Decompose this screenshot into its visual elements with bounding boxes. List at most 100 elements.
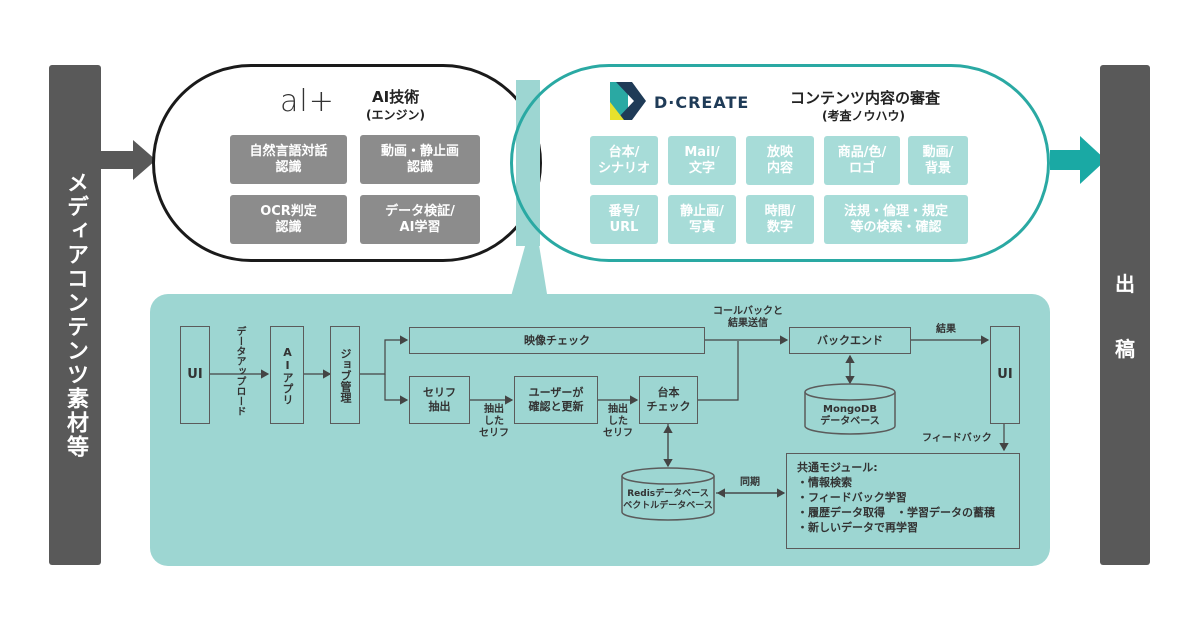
script-check-line2: チェック: [646, 400, 691, 413]
dc-box-broadcast-line1: 放映: [766, 144, 793, 160]
dc-box-regulation: 法規・倫理・規定 等の検索・確認: [824, 195, 968, 244]
redis-line2: ベクトルデータベース: [623, 501, 713, 511]
user-confirm-node: ユーザーが 確認と更新: [514, 376, 598, 424]
ai-box-learning: データ検証/ AI学習: [360, 195, 480, 244]
extracted-serif-2-line3: セリフ: [603, 428, 633, 439]
redis-line1: Redisデータベース: [627, 489, 709, 499]
common-item-feedback: ・フィードバック学習: [797, 491, 907, 504]
dc-box-regulation-line2: 等の検索・確認: [850, 219, 942, 235]
serif-extract-line2: 抽出: [428, 400, 451, 413]
extracted-serif-label-1: 抽出 した セリフ: [476, 404, 512, 440]
dc-box-product-line1: 商品/色/: [837, 144, 887, 160]
publish-char-2: 稿: [1115, 337, 1135, 361]
extracted-serif-2-line1: 抽出: [608, 404, 628, 415]
dc-box-video-line2: 背景: [924, 160, 951, 176]
dc-box-number: 番号/ URL: [590, 195, 658, 244]
ai-box-image-line2: 認識: [406, 159, 433, 175]
ai-app-node: AIアプリ: [270, 326, 304, 424]
redis-cylinder: [621, 467, 715, 521]
dc-box-video: 動画/ 背景: [908, 136, 968, 185]
dc-box-mail-line1: Mail/: [684, 144, 720, 160]
extracted-serif-label-2: 抽出 した セリフ: [600, 404, 636, 440]
publish-char-1: 出: [1115, 272, 1135, 296]
ai-box-image-line1: 動画・静止画: [380, 143, 459, 159]
user-confirm-line1: ユーザーが: [528, 386, 584, 399]
common-module-box: 共通モジュール: ・情報検索 ・フィードバック学習 ・履歴データ取得 ・学習デー…: [786, 453, 1020, 549]
ai-box-ocr-line1: OCR判定: [260, 203, 317, 219]
redis-label: Redisデータベース ベクトルデータベース: [618, 488, 718, 512]
dc-box-mail-line2: 文字: [688, 160, 715, 176]
ai-box-nlp: 自然言語対話 認識: [230, 135, 347, 184]
dc-box-broadcast: 放映 内容: [746, 136, 814, 185]
dc-box-number-line1: 番号/: [608, 203, 640, 219]
extracted-serif-1-line1: 抽出: [484, 404, 504, 415]
backend-node: バックエンド: [789, 327, 911, 354]
ai-box-ocr: OCR判定 認識: [230, 195, 347, 244]
dc-box-script-line1: 台本/: [608, 144, 640, 160]
common-item-retrain: ・新しいデータで再学習: [797, 521, 918, 534]
result-label: 結果: [936, 324, 956, 335]
dcreate-pill: [510, 64, 1050, 262]
ai-box-ocr-line2: 認識: [275, 219, 302, 235]
panel-pointer: [510, 214, 548, 300]
dc-box-time-line2: 数字: [766, 219, 793, 235]
job-label: ジョブ管理: [339, 347, 352, 403]
common-item-history: ・履歴データ取得 ・学習データの蓄積: [797, 506, 995, 519]
extracted-serif-2-line2: した: [608, 416, 628, 427]
media-content-label: メディアコンテンツ素材等: [63, 171, 88, 459]
dcreate-title: コンテンツ内容の審査: [790, 89, 941, 107]
architecture-panel: [150, 294, 1050, 566]
mongodb-line1: MongoDB: [823, 404, 877, 415]
script-check-line1: 台本: [657, 386, 680, 399]
dcreate-subtitle: (考査ノウハウ): [822, 109, 905, 123]
common-module-title: 共通モジュール:: [797, 461, 878, 474]
dc-box-photo-line2: 写真: [688, 219, 715, 235]
mongodb-cylinder: [804, 383, 896, 435]
video-check-node: 映像チェック: [409, 327, 705, 354]
video-check-label: 映像チェック: [524, 333, 590, 347]
dcreate-logo-text: D·CREATE: [654, 93, 750, 112]
publish-bar: 出 稿: [1100, 65, 1150, 565]
common-item-search: ・情報検索: [797, 476, 852, 489]
ai-box-nlp-line2: 認識: [275, 159, 302, 175]
callback-label: コールバックと 結果送信: [703, 306, 793, 330]
ui-left-label: UI: [187, 367, 203, 382]
script-check-node: 台本 チェック: [639, 376, 698, 424]
ai-box-learning-line2: AI学習: [399, 219, 441, 235]
dc-box-video-line1: 動画/: [922, 144, 954, 160]
alplus-logo: al+: [280, 84, 335, 119]
dc-box-time: 時間/ 数字: [746, 195, 814, 244]
dc-box-photo: 静止画/ 写真: [668, 195, 736, 244]
ai-box-nlp-line1: 自然言語対話: [249, 143, 328, 159]
dc-box-product-line2: ロゴ: [848, 160, 875, 176]
output-arrow: [1050, 136, 1106, 184]
ai-tech-title: AI技術: [372, 88, 420, 106]
dc-box-script: 台本/ シナリオ: [590, 136, 658, 185]
serif-extract-node: セリフ 抽出: [409, 376, 470, 424]
feedback-label: フィードバック: [922, 433, 992, 444]
ui-left-node: UI: [180, 326, 210, 424]
ai-box-learning-line1: データ検証/: [385, 203, 455, 219]
ui-right-node: UI: [990, 326, 1020, 424]
extracted-serif-1-line3: セリフ: [479, 428, 509, 439]
media-content-bar: メディアコンテンツ素材等: [49, 65, 101, 565]
dc-box-time-line1: 時間/: [764, 203, 796, 219]
dc-box-product: 商品/色/ ロゴ: [824, 136, 900, 185]
input-arrow: [99, 140, 156, 180]
callback-line1: コールバックと: [713, 306, 783, 317]
dcreate-logo-mark: [610, 82, 646, 120]
dc-box-photo-line1: 静止画/: [680, 203, 724, 219]
dc-box-regulation-line1: 法規・倫理・規定: [843, 203, 948, 219]
ai-box-image: 動画・静止画 認識: [360, 135, 480, 184]
mongodb-label: MongoDB データベース: [805, 404, 895, 428]
serif-extract-line1: セリフ: [423, 386, 456, 399]
extracted-serif-1-line2: した: [484, 416, 504, 427]
mongodb-line2: データベース: [820, 416, 880, 427]
dc-box-mail: Mail/ 文字: [668, 136, 736, 185]
dc-box-script-line2: シナリオ: [597, 160, 650, 176]
ai-tech-subtitle: (エンジン): [366, 108, 425, 122]
backend-label: バックエンド: [817, 333, 883, 347]
dc-box-number-line2: URL: [609, 219, 639, 235]
job-node: ジョブ管理: [330, 326, 360, 424]
